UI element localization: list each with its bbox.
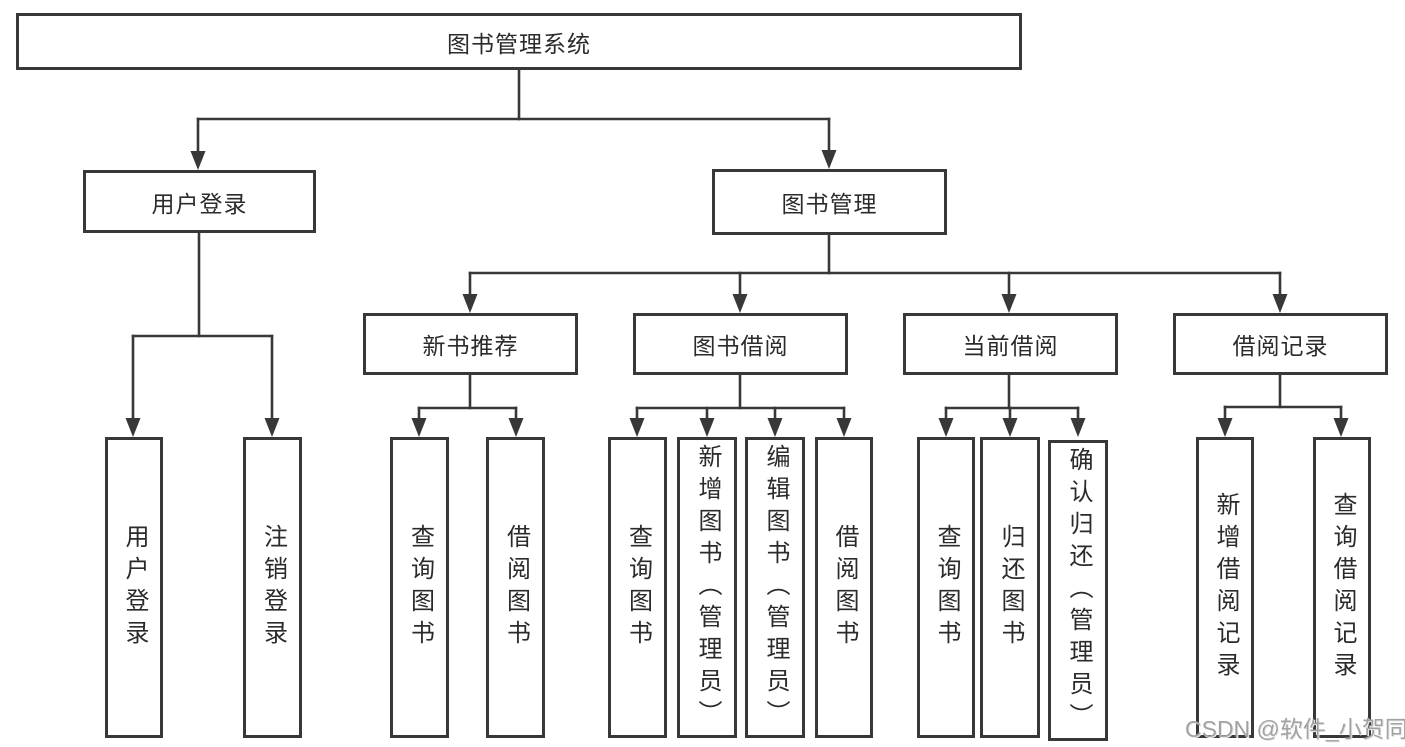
- node-add-borrow-record: 新增借阅记录: [1196, 437, 1254, 738]
- node-query-borrow-record: 查询借阅记录: [1313, 437, 1371, 738]
- node-new-book-recommendation-label: 新书推荐: [422, 333, 519, 359]
- node-query-books-current: 查询图书: [917, 437, 975, 738]
- node-book-management: 图书管理: [712, 169, 947, 235]
- node-borrow-books-leaf: 借阅图书: [815, 437, 873, 738]
- node-user-login-branch: 用户登录: [83, 170, 316, 233]
- node-current-borrowing-label: 当前借阅: [962, 333, 1059, 359]
- node-user-login-branch-label: 用户登录: [151, 190, 248, 217]
- node-return-books: 归还图书: [980, 437, 1040, 738]
- node-borrow-books-recommend: 借阅图书: [486, 437, 545, 738]
- node-user-login-leaf-label: 用户登录: [121, 523, 148, 652]
- node-library-system-label: 图书管理系统: [447, 30, 591, 57]
- node-query-books-current-label: 查询图书: [933, 523, 960, 652]
- node-borrowing-records: 借阅记录: [1173, 313, 1388, 375]
- node-borrowing-records-label: 借阅记录: [1232, 333, 1329, 359]
- node-book-management-label: 图书管理: [781, 191, 878, 217]
- node-new-book-recommendation: 新书推荐: [363, 313, 578, 375]
- node-borrow-books-leaf-label: 借阅图书: [831, 523, 858, 652]
- node-book-borrowing-label: 图书借阅: [692, 333, 789, 359]
- node-query-books-borrow: 查询图书: [608, 437, 667, 738]
- node-logout-leaf: 注销登录: [243, 437, 302, 738]
- node-return-books-label: 归还图书: [997, 523, 1024, 652]
- node-query-books-borrow-label: 查询图书: [624, 523, 652, 652]
- node-query-borrow-record-label: 查询借阅记录: [1329, 491, 1356, 684]
- watermark: CSDN @软件_小贺同学: [1185, 716, 1405, 742]
- node-library-system: 图书管理系统: [16, 13, 1022, 70]
- node-logout-leaf-label: 注销登录: [259, 523, 287, 652]
- node-borrow-books-recommend-label: 借阅图书: [502, 523, 530, 652]
- node-confirm-return-admin-label: 确认归还（管理员）: [1065, 446, 1092, 735]
- node-confirm-return-admin: 确认归还（管理员）: [1048, 440, 1108, 741]
- node-current-borrowing: 当前借阅: [903, 313, 1118, 375]
- node-edit-book-admin: 编辑图书（管理员）: [745, 437, 805, 738]
- node-user-login-leaf: 用户登录: [105, 437, 163, 738]
- node-edit-book-admin-label: 编辑图书（管理员）: [762, 443, 789, 732]
- node-add-book-admin-label: 新增图书（管理员）: [694, 443, 721, 732]
- node-query-books-recommend: 查询图书: [390, 437, 449, 738]
- node-query-books-recommend-label: 查询图书: [406, 523, 434, 652]
- node-book-borrowing: 图书借阅: [633, 313, 848, 375]
- node-add-book-admin: 新增图书（管理员）: [677, 437, 737, 738]
- node-add-borrow-record-label: 新增借阅记录: [1212, 491, 1239, 684]
